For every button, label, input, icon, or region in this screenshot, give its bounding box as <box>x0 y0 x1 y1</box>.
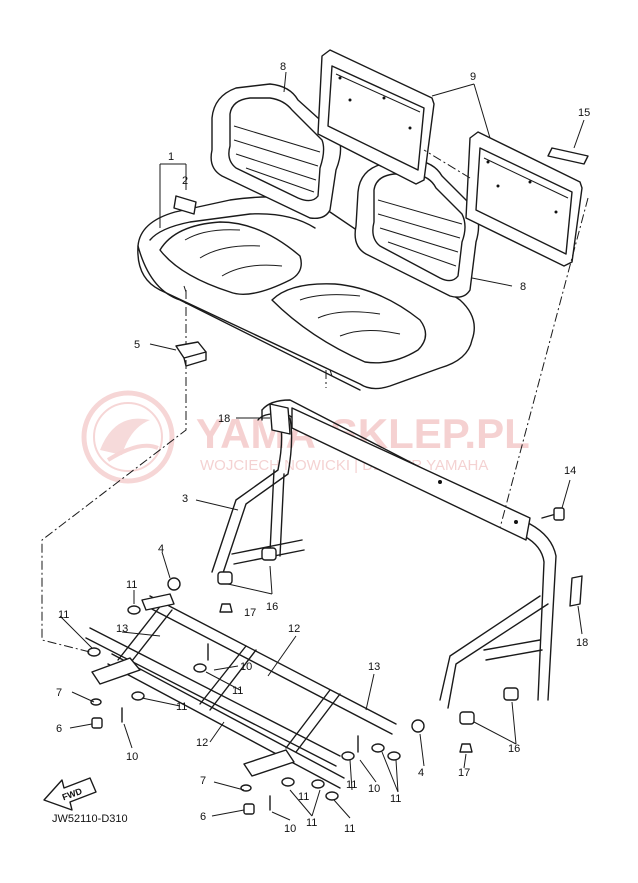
callout-7-left: 7 <box>56 687 62 699</box>
damper-16-group-right <box>459 687 519 725</box>
watermark: YAMA-SKLEP.PL WOJCIECH NOWICKI | DEALER … <box>81 390 530 484</box>
callout-6-left: 6 <box>56 723 62 735</box>
callout-7-right: 7 <box>200 775 206 787</box>
callout-13-left: 13 <box>116 623 128 635</box>
callout-11-e: 11 <box>346 779 357 791</box>
callout-8-top: 8 <box>280 61 286 73</box>
callout-11-a: 11 <box>126 579 137 591</box>
callout-3: 3 <box>182 493 188 505</box>
callout-18-top: 18 <box>218 413 230 425</box>
callout-10-a: 10 <box>240 661 252 673</box>
callout-2: 2 <box>182 175 188 187</box>
leader-lines <box>59 71 585 821</box>
end-cap-4-left <box>167 577 181 591</box>
callout-5: 5 <box>134 339 140 351</box>
callout-4-right: 4 <box>418 767 424 779</box>
callout-11-d: 11 <box>176 701 187 713</box>
watermark-subtitle: WOJCIECH NOWICKI | DEALER YAMAHA <box>200 457 488 474</box>
diagram-code: JW52110-D310 <box>52 813 128 825</box>
label-sticker-15 <box>547 147 589 165</box>
alignment-lines <box>41 149 589 653</box>
callout-11-g: 11 <box>298 791 309 803</box>
callout-13-right: 13 <box>368 661 380 673</box>
backrest-panel-right <box>465 131 583 267</box>
callout-10-b: 10 <box>126 751 138 763</box>
label-sticker-18-top <box>269 403 291 435</box>
damper-16-group-left <box>217 547 277 585</box>
callout-4-left: 4 <box>158 543 164 555</box>
callout-15: 15 <box>578 107 590 119</box>
backrest-panel-left <box>317 49 435 185</box>
callout-14: 14 <box>564 465 576 477</box>
callout-12-top: 12 <box>288 623 300 635</box>
callout-11-h: 11 <box>306 817 317 829</box>
callout-16-left: 16 <box>266 601 278 613</box>
callout-9: 9 <box>470 71 476 83</box>
backrest-left <box>210 83 342 220</box>
callout-12-bottom: 12 <box>196 737 208 749</box>
callout-1: 1 <box>168 151 174 163</box>
callout-11-f: 11 <box>390 793 401 805</box>
bolt-14 <box>541 507 565 521</box>
bracket-5 <box>175 341 207 367</box>
seat-frame-upper <box>211 399 557 709</box>
callout-11-b: 11 <box>58 609 69 621</box>
forward-arrow-icon: FWD <box>43 777 97 811</box>
callout-10-d: 10 <box>284 823 296 835</box>
callout-17-left: 17 <box>244 607 256 619</box>
label-sticker-18-right <box>569 575 583 607</box>
seat-rails-lower <box>85 593 397 789</box>
callouts: 1 2 8 9 15 8 5 18 14 3 4 11 17 16 11 13 … <box>56 61 590 835</box>
callout-10-c: 10 <box>368 783 380 795</box>
callout-16-right: 16 <box>508 743 520 755</box>
end-cap-4-right <box>411 719 425 733</box>
bolt-17-group <box>219 603 473 753</box>
label-sticker-2 <box>173 195 197 215</box>
callout-18-right: 18 <box>576 637 588 649</box>
watermark-logo-icon <box>81 390 175 484</box>
callout-11-c: 11 <box>232 685 243 697</box>
callout-11-i: 11 <box>344 823 355 835</box>
callout-8-right: 8 <box>520 281 526 293</box>
seat-cushion <box>137 196 475 391</box>
callout-17-right: 17 <box>458 767 470 779</box>
callout-6-right: 6 <box>200 811 206 823</box>
